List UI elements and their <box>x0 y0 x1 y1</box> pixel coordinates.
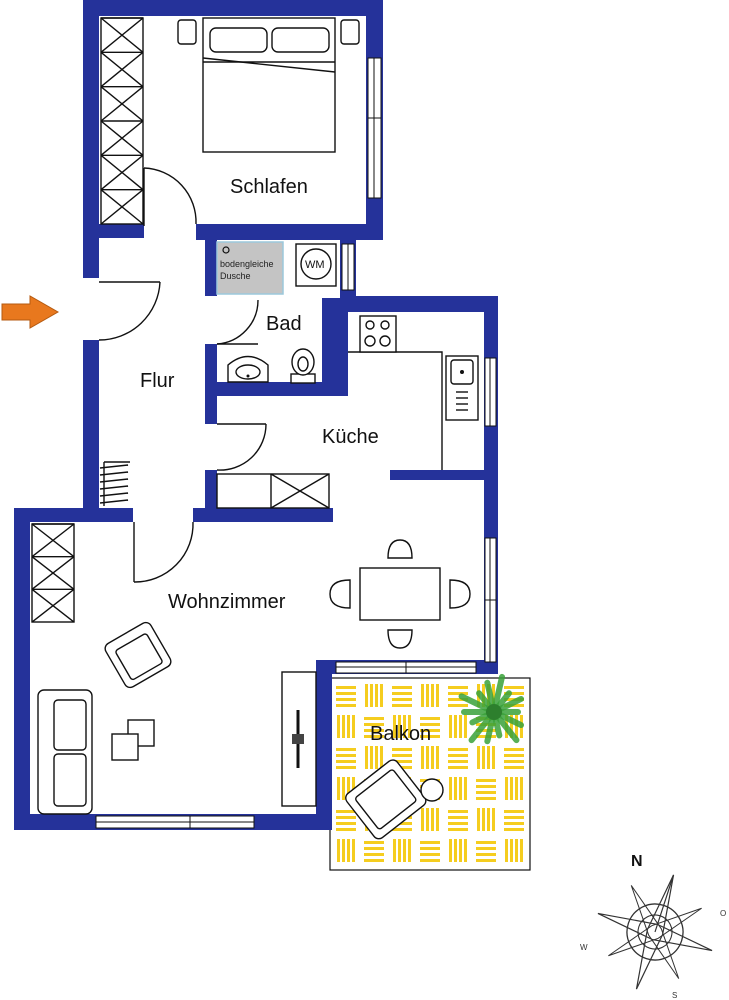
compass-rose-icon <box>597 874 713 990</box>
room-label-balkon: Balkon <box>370 723 431 745</box>
doors <box>98 167 267 583</box>
shower-label-line1: bodengleiche <box>220 259 274 269</box>
compass-label-s: S <box>672 991 677 1000</box>
double-bed <box>177 17 360 153</box>
windows <box>95 57 497 829</box>
room-label-bad: Bad <box>266 313 302 335</box>
dining-table <box>329 539 471 649</box>
compass-label-w: W <box>580 943 588 952</box>
washbasin <box>227 355 269 383</box>
washing-machine-label: WM <box>305 259 325 271</box>
shower <box>216 241 284 295</box>
balcony-table <box>420 778 444 802</box>
room-label-kueche: Küche <box>322 426 379 448</box>
plant <box>458 673 525 745</box>
compass-label-n: N <box>631 853 643 870</box>
room-label-wohnzimmer: Wohnzimmer <box>168 591 286 613</box>
washing-machine <box>295 243 337 287</box>
coffee-tables <box>111 719 155 761</box>
arrow-right-icon <box>1 295 60 329</box>
lounge-chair <box>345 759 427 840</box>
armchair <box>104 621 172 689</box>
room-label-schlafen: Schlafen <box>230 176 308 198</box>
kitchen-counter <box>348 351 443 470</box>
stove <box>359 315 397 353</box>
flur-cabinet <box>216 473 330 509</box>
shower-label-line2: Dusche <box>220 271 251 281</box>
room-label-flur: Flur <box>140 370 175 392</box>
tv-sideboard <box>281 671 317 807</box>
toilet <box>290 348 316 384</box>
sofa <box>37 689 93 815</box>
coat-rack <box>99 461 130 506</box>
kitchen-sink <box>445 355 479 421</box>
wardrobe-schlafen <box>100 17 144 225</box>
wardrobe-wohnzimmer <box>31 523 75 623</box>
compass-label-o: O <box>720 909 726 918</box>
